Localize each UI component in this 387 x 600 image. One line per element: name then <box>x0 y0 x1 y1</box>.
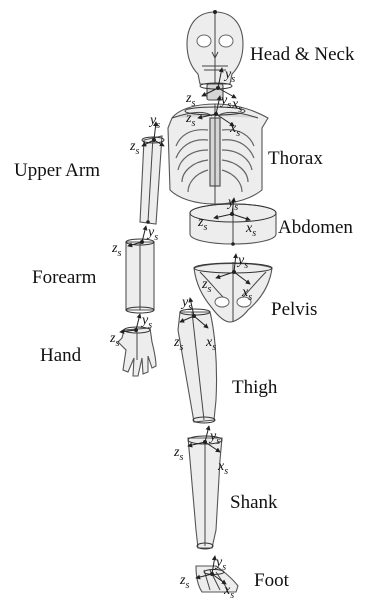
label-forearm: Forearm <box>32 267 97 288</box>
axis-label-z-25: zs <box>179 573 189 591</box>
label-upper-arm: Upper Arm <box>14 160 100 181</box>
thorax-segment <box>168 104 268 204</box>
upper-arm-segment <box>140 136 164 224</box>
head-segment <box>187 10 243 100</box>
hand-segment <box>118 327 156 376</box>
forearm-segment <box>126 239 154 313</box>
label-foot: Foot <box>254 570 290 591</box>
label-pelvis: Pelvis <box>271 299 317 320</box>
axis-label-z-22: zs <box>173 445 183 463</box>
label-thorax: Thorax <box>268 148 323 169</box>
label-shank: Shank <box>230 492 278 513</box>
thigh-segment <box>178 309 217 423</box>
label-abdomen: Abdomen <box>278 217 353 238</box>
axis-label-z-17: zs <box>109 331 119 349</box>
axis-label-z-1: zs <box>185 91 195 109</box>
label-thigh: Thigh <box>232 377 278 398</box>
axis-label-y-6: ys <box>148 113 160 131</box>
label-hand: Hand <box>40 345 82 366</box>
axis-label-z-12: zs <box>111 241 121 259</box>
shank-segment <box>188 436 222 549</box>
label-head-neck: Head & Neck <box>250 44 355 65</box>
axis-label-z-7: zs <box>129 139 139 157</box>
